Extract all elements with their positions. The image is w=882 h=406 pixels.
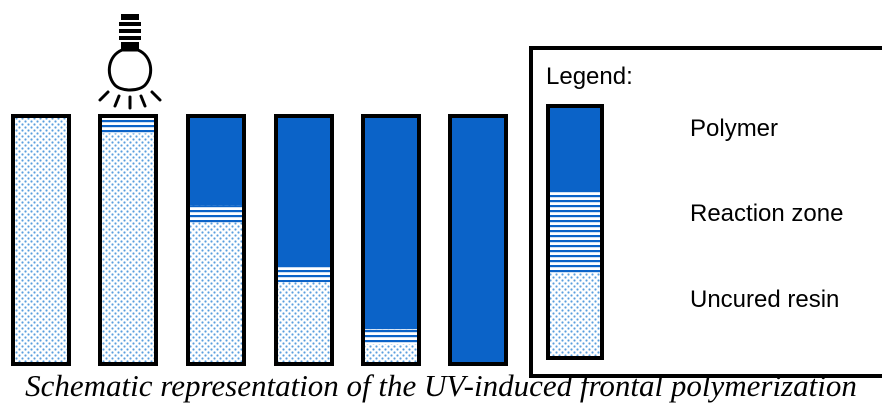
legend-swatch-resin (548, 273, 602, 358)
uncured-resin-region (13, 116, 69, 364)
column-stage-2 (98, 114, 158, 366)
column-stage-3 (186, 114, 246, 366)
column-outline (98, 114, 158, 366)
legend-swatch-polymer (548, 106, 602, 191)
polymer-region (450, 116, 506, 364)
polymer-region (188, 116, 244, 206)
column-outline (186, 114, 246, 366)
uncured-resin-region (100, 116, 156, 364)
column-stage-6 (448, 114, 508, 366)
polymer-region (276, 116, 332, 268)
reaction-zone-region (100, 116, 156, 134)
polymer-region (363, 116, 419, 330)
column-stage-5 (361, 114, 421, 366)
reaction-zone-region (276, 267, 332, 283)
legend: Legend: Polymer Reaction zone Uncured re… (529, 46, 882, 378)
legend-swatch-reaction (548, 191, 602, 273)
figure-caption: Schematic representation of the UV-induc… (25, 368, 857, 403)
reaction-zone-region (363, 329, 419, 345)
columns-group (11, 114, 508, 366)
legend-label-reaction: Reaction zone (690, 200, 843, 227)
light-bulb-icon (98, 14, 162, 110)
legend-swatch-frame (546, 104, 604, 360)
reaction-zone-region (188, 205, 244, 223)
legend-title: Legend: (546, 63, 633, 90)
legend-label-polymer: Polymer (690, 115, 778, 142)
column-stage-4 (274, 114, 334, 366)
column-outline (274, 114, 334, 366)
column-outline (448, 114, 508, 366)
legend-label-resin: Uncured resin (690, 286, 839, 313)
column-stage-1 (11, 114, 71, 366)
column-outline (11, 114, 71, 366)
column-outline (361, 114, 421, 366)
